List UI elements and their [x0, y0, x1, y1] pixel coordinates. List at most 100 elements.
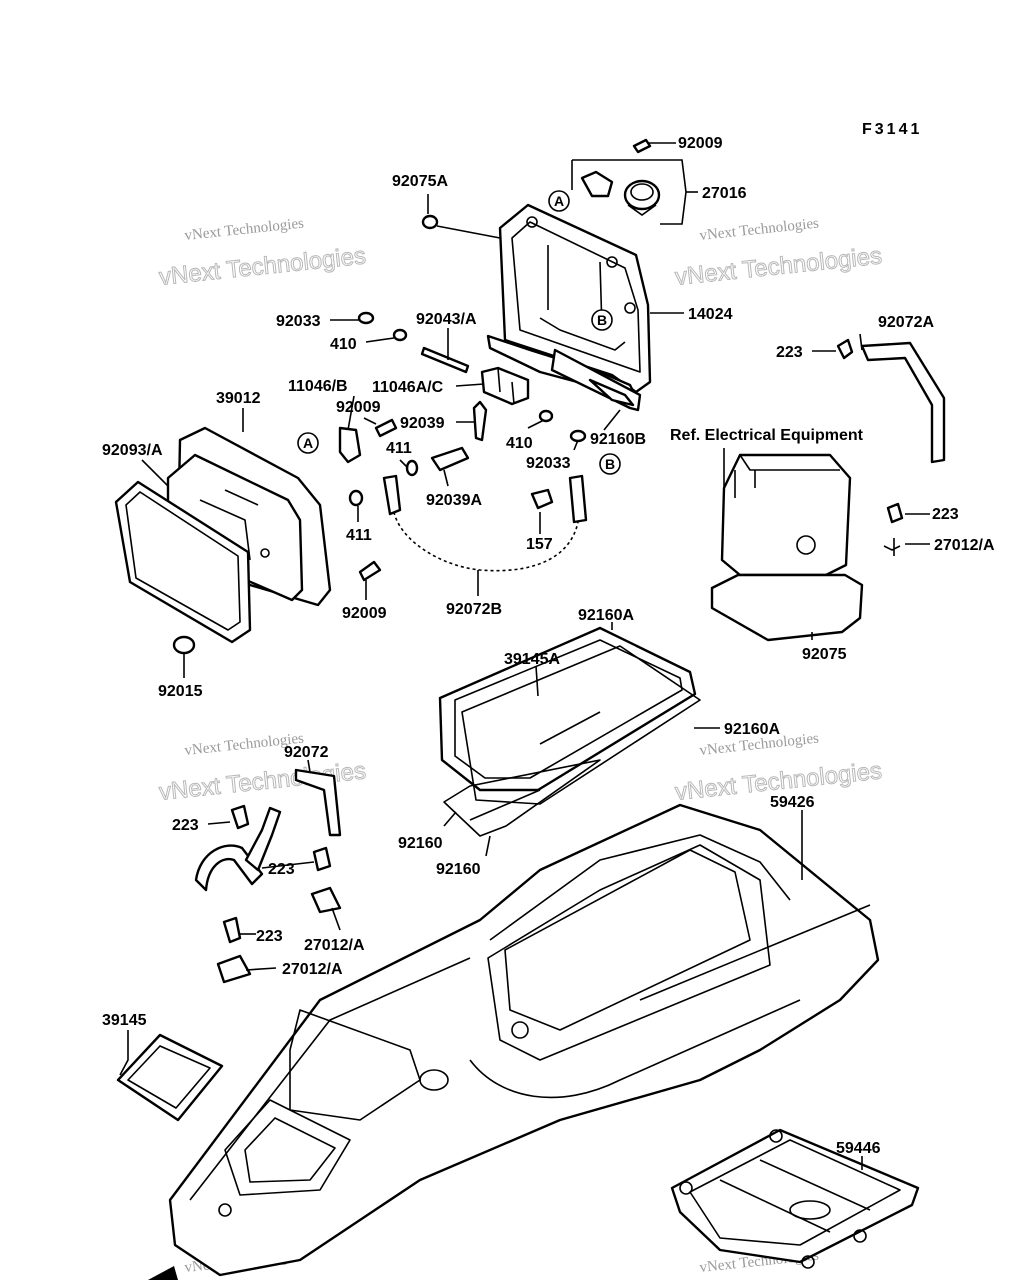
label-223: 223 — [268, 861, 295, 878]
svg-text:B: B — [605, 456, 615, 472]
label-92160: 92160 — [398, 835, 443, 852]
part-223-e — [222, 916, 242, 944]
label-411: 411 — [386, 440, 412, 457]
part-92033-a — [357, 311, 375, 325]
label-92033: 92033 — [526, 455, 571, 472]
part-410-b — [538, 409, 554, 423]
label-11046B: 11046/B — [288, 378, 348, 395]
part-92033-b — [569, 429, 587, 443]
label-11046AC: 11046A/C — [372, 379, 444, 396]
svg-text:B: B — [597, 312, 607, 328]
callout-b-lid: B — [591, 309, 613, 331]
part-92039 — [472, 400, 488, 442]
part-39145A-seal — [438, 626, 697, 792]
part-39145-gasket — [116, 1033, 224, 1122]
label-27012A: 27012/A — [934, 537, 995, 554]
label-27012A: 27012/A — [304, 937, 365, 954]
callout-b-strap: B — [599, 453, 621, 475]
label-92043A: 92043/A — [416, 311, 477, 328]
svg-text:A: A — [554, 193, 564, 209]
part-battery — [720, 453, 852, 577]
label-14024: 14024 — [688, 306, 733, 323]
label-92009: 92009 — [336, 399, 381, 416]
part-157-bolt — [530, 488, 554, 510]
label-92160A: 92160A — [578, 607, 634, 624]
label-92015: 92015 — [158, 683, 203, 700]
part-11046AC-bracket — [480, 366, 530, 406]
callout-a-top: A — [548, 190, 570, 212]
svg-text:vNext Technologies: vNext Technologies — [674, 242, 883, 291]
part-27012A-c — [216, 954, 252, 984]
part-labels: 92009 27016 92075A 14024 92033 410 92043… — [102, 135, 995, 1157]
label-92075: 92075 — [802, 646, 847, 663]
label-411: 411 — [346, 527, 372, 544]
part-92075A — [421, 214, 439, 230]
part-223-c — [230, 804, 250, 830]
part-27016-cap — [580, 170, 661, 216]
leader-lines — [119, 142, 930, 1170]
part-11046B — [338, 426, 362, 464]
label-27012A: 27012/A — [282, 961, 343, 978]
label-223: 223 — [932, 506, 959, 523]
part-223-a — [836, 338, 854, 360]
part-92043A-pin — [420, 346, 470, 374]
label-ref-electrical: Ref. Electrical Equipment — [670, 427, 864, 444]
part-27012A-b — [310, 886, 342, 914]
label-92072A: 92072A — [878, 314, 934, 331]
watermark-top-left: vNext Technologies vNext Technologies — [157, 216, 367, 292]
part-92009-screw-top — [632, 138, 652, 154]
part-27012A-clip-a — [883, 538, 901, 556]
part-92160-gasket — [443, 759, 601, 837]
part-410-a — [392, 328, 408, 342]
part-92009-screw-low — [358, 560, 382, 582]
label-92075A: 92075A — [392, 173, 448, 190]
callout-a-case: A — [297, 432, 319, 454]
part-92072B-strap — [382, 474, 588, 572]
label-92039A: 92039A — [426, 492, 482, 509]
part-411-a — [405, 459, 419, 477]
part-411-b — [348, 489, 364, 507]
figure-code: F3141 — [862, 121, 922, 138]
label-92072: 92072 — [284, 744, 329, 761]
label-410: 410 — [330, 336, 357, 353]
label-92160B: 92160B — [590, 431, 646, 448]
part-92039A — [430, 446, 470, 472]
label-92160A: 92160A — [724, 721, 780, 738]
label-92093A: 92093/A — [102, 442, 163, 459]
part-92009-screw-mid — [374, 418, 398, 438]
label-92160: 92160 — [436, 861, 481, 878]
part-92072-strap — [294, 768, 342, 837]
label-39145A: 39145A — [504, 651, 560, 668]
label-92072B: 92072B — [446, 601, 502, 618]
label-92033: 92033 — [276, 313, 321, 330]
part-14024-lid — [498, 203, 652, 394]
label-410: 410 — [506, 435, 533, 452]
svg-text:A: A — [303, 435, 313, 451]
label-39145: 39145 — [102, 1012, 147, 1029]
part-92075-tray — [710, 573, 864, 642]
part-59426-deck — [168, 803, 880, 1277]
svg-text:vNext Technologies: vNext Technologies — [184, 216, 305, 244]
part-92160B-bracket — [486, 334, 642, 412]
part-92093A-seal — [114, 480, 252, 644]
label-223: 223 — [172, 817, 199, 834]
part-clamp-left — [194, 806, 282, 892]
part-92072A-strap — [860, 341, 946, 464]
label-39012: 39012 — [216, 390, 261, 407]
label-92009: 92009 — [678, 135, 723, 152]
label-59426: 59426 — [770, 794, 815, 811]
label-223: 223 — [776, 344, 803, 361]
svg-text:vNext Technologies: vNext Technologies — [699, 216, 820, 244]
watermark-top-right: vNext Technologies vNext Technologies — [673, 216, 883, 292]
part-223-d — [312, 846, 332, 872]
part-223-b — [886, 502, 904, 524]
label-27016: 27016 — [702, 185, 747, 202]
label-92009: 92009 — [342, 605, 387, 622]
label-157: 157 — [526, 536, 553, 553]
svg-text:vNext Technologies: vNext Technologies — [158, 242, 367, 291]
part-59446-mat — [670, 1128, 920, 1269]
label-59446: 59446 — [836, 1140, 881, 1157]
corner-mark — [148, 1266, 178, 1280]
part-92015 — [172, 635, 196, 655]
